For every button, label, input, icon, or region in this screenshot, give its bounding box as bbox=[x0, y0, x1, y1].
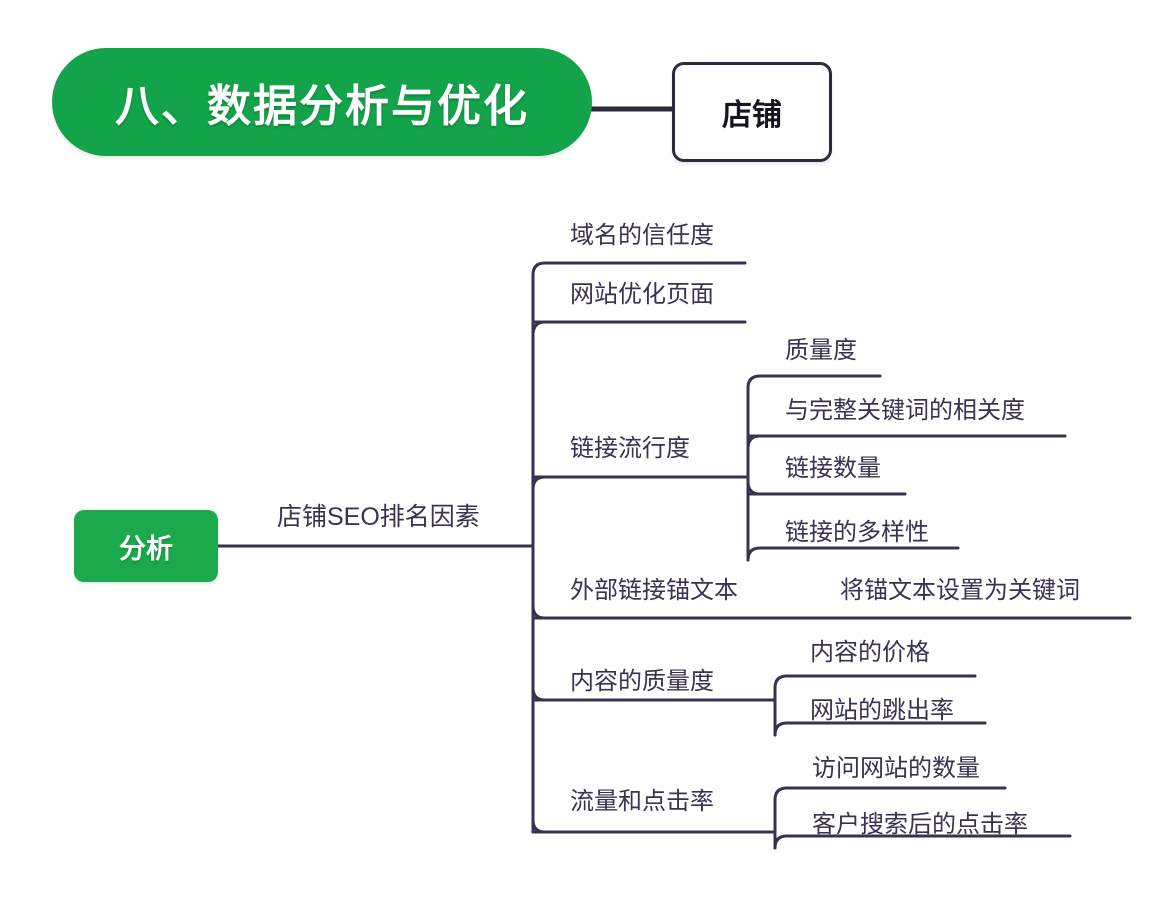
wire-branch-2-corner bbox=[531, 320, 547, 337]
node-external-anchor-text[interactable]: 外部链接锚文本 bbox=[570, 577, 738, 604]
header-title-pill: 八、数据分析与优化 bbox=[52, 48, 592, 156]
node-content-price[interactable]: 内容的价格 bbox=[810, 639, 930, 666]
wire-branch-5-child-2 bbox=[773, 721, 987, 737]
shop-node-label: 店铺 bbox=[722, 99, 782, 132]
shop-node-box[interactable]: 店铺 bbox=[672, 62, 832, 162]
wire-branch-3-child-2-corner bbox=[746, 434, 762, 450]
node-search-ctr[interactable]: 客户搜索后的点击率 bbox=[812, 811, 1028, 838]
wire-branch-3-corner bbox=[531, 475, 547, 491]
wire-branch-3-child-4 bbox=[746, 546, 960, 562]
node-domain-trust[interactable]: 域名的信任度 bbox=[570, 222, 714, 249]
wire-branch-1 bbox=[531, 261, 747, 277]
wire-branch-6-child-1 bbox=[773, 786, 1007, 802]
node-link-count[interactable]: 链接数量 bbox=[785, 455, 881, 482]
node-bounce-rate[interactable]: 网站的跳出率 bbox=[810, 697, 954, 724]
node-seo-ranking-factors[interactable]: 店铺SEO排名因素 bbox=[277, 503, 480, 531]
wire-branch-6-corner bbox=[531, 818, 547, 834]
node-link-popularity[interactable]: 链接流行度 bbox=[570, 435, 690, 462]
node-traffic-and-ctr[interactable]: 流量和点击率 bbox=[570, 788, 714, 815]
node-site-optimization-page[interactable]: 网站优化页面 bbox=[570, 281, 714, 308]
root-node-analysis[interactable]: 分析 bbox=[74, 510, 218, 582]
wire-branch-5-corner bbox=[531, 686, 547, 702]
node-visit-count[interactable]: 访问网站的数量 bbox=[812, 755, 980, 782]
node-keyword-relevance[interactable]: 与完整关键词的相关度 bbox=[785, 397, 1025, 424]
node-content-quality[interactable]: 内容的质量度 bbox=[570, 668, 714, 695]
page-title: 八、数据分析与优化 bbox=[115, 82, 529, 131]
wire-branch-3-child-1 bbox=[746, 374, 882, 390]
wire-branch-5-child-1 bbox=[773, 674, 977, 690]
node-link-diversity[interactable]: 链接的多样性 bbox=[785, 519, 929, 546]
wire-branch-3-child-3-corner bbox=[746, 480, 762, 496]
node-quality-score[interactable]: 质量度 bbox=[785, 337, 857, 364]
wire-branch-4-corner bbox=[531, 604, 547, 620]
node-anchor-as-keyword[interactable]: 将锚文本设置为关键词 bbox=[840, 577, 1080, 604]
root-node-label: 分析 bbox=[119, 533, 173, 564]
